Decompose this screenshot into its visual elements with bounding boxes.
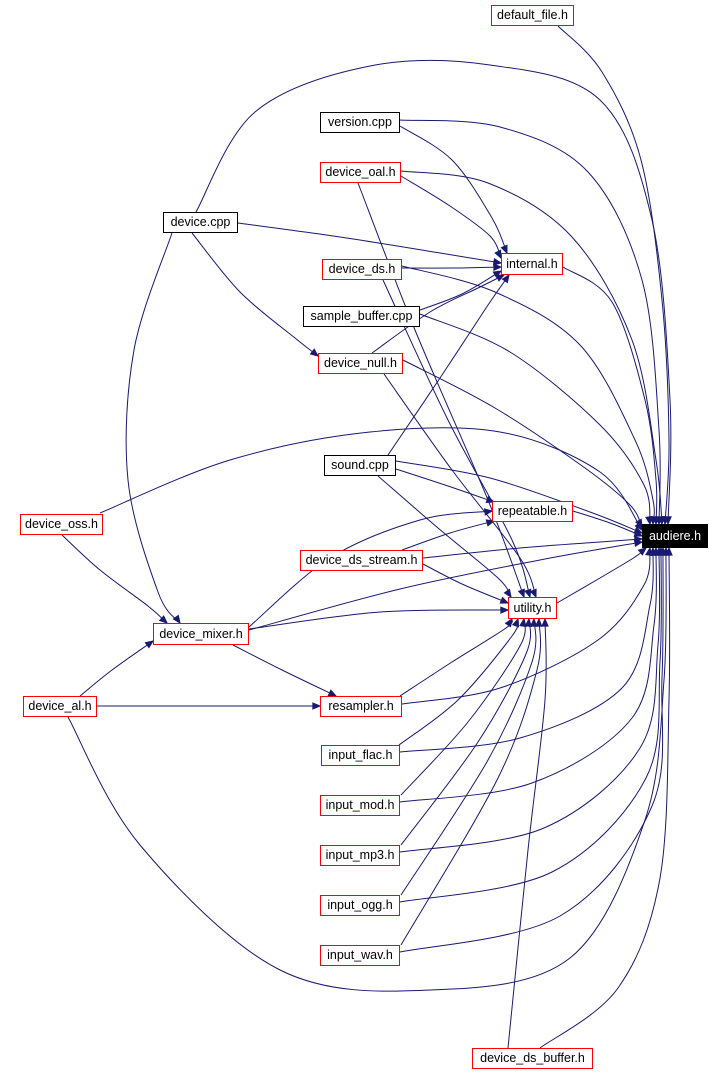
edge-input_mp3.h-to-utility.h <box>400 617 533 846</box>
node-input_wav.h[interactable]: input_wav.h <box>320 945 400 966</box>
edge-device_ds_buffer.h-to-audiere.h <box>539 546 673 1049</box>
node-label: input_flac.h <box>328 748 393 763</box>
edge-sound.cpp-to-internal.h <box>387 273 510 456</box>
node-input_ogg.h[interactable]: input_ogg.h <box>320 895 400 916</box>
edge-input_flac.h-to-audiere.h <box>399 546 657 753</box>
edge-device_al.h-to-device_mixer.h <box>79 640 155 697</box>
edge-sound.cpp-to-utility.h <box>377 475 512 599</box>
edge-version.cpp-to-internal.h <box>399 125 508 255</box>
edge-input_flac.h-to-utility.h <box>398 617 520 746</box>
edge-default_file.h-to-audiere.h <box>557 25 670 526</box>
node-label: version.cpp <box>328 115 392 130</box>
node-input_mp3.h[interactable]: input_mp3.h <box>320 845 400 866</box>
node-label: device_null.h <box>324 356 397 371</box>
edge-input_mod.h-to-audiere.h <box>399 546 660 803</box>
node-label: utility.h <box>513 600 552 615</box>
node-label: input_mp3.h <box>325 848 395 863</box>
edge-device_ds.h-to-audiere.h <box>401 265 657 526</box>
edge-device.cpp-to-device_mixer.h <box>125 232 181 625</box>
edge-device_ds_stream.h-to-repeatable.h <box>401 519 496 551</box>
node-label: audiere.h <box>648 528 702 543</box>
edge-device_ds_stream.h-to-audiere.h <box>422 535 644 559</box>
edge-sound.cpp-to-audiere.h <box>395 460 644 534</box>
node-label: device_al.h <box>28 699 92 714</box>
edge-utility.h-to-audiere.h <box>556 547 648 604</box>
edge-input_mod.h-to-utility.h <box>400 617 527 796</box>
node-device_ds_stream.h[interactable]: device_ds_stream.h <box>300 550 423 571</box>
node-label: device_ds.h <box>328 262 396 277</box>
node-sound.cpp: sound.cpp <box>324 455 396 476</box>
node-label: sound.cpp <box>331 458 389 473</box>
node-label: device_ds_buffer.h <box>480 1051 585 1066</box>
node-utility.h[interactable]: utility.h <box>508 597 557 619</box>
node-label: resampler.h <box>328 699 394 714</box>
node-device_ds.h[interactable]: device_ds.h <box>322 259 402 280</box>
edge-device_mixer.h-to-resampler.h <box>232 644 338 697</box>
edge-sample_buffer.cpp-to-audiere.h <box>419 313 653 526</box>
node-input_flac.h[interactable]: input_flac.h <box>321 745 400 766</box>
node-sample_buffer.cpp: sample_buffer.cpp <box>303 306 420 327</box>
node-input_mod.h[interactable]: input_mod.h <box>320 795 400 816</box>
node-device_null.h[interactable]: device_null.h <box>318 353 403 374</box>
edge-input_ogg.h-to-utility.h <box>400 617 538 896</box>
node-version.cpp: version.cpp <box>320 112 400 133</box>
node-label: device_ds_stream.h <box>305 553 418 568</box>
node-resampler.h[interactable]: resampler.h <box>320 696 402 717</box>
edge-device_oal.h-to-utility.h <box>357 182 525 599</box>
edge-sound.cpp-to-repeatable.h <box>395 468 496 504</box>
edge-device_oss.h-to-device_mixer.h <box>61 534 169 624</box>
edge-device_mixer.h-to-utility.h <box>248 606 510 630</box>
edge-sample_buffer.cpp-to-internal.h <box>419 270 503 311</box>
edge-device_oal.h-to-audiere.h <box>400 170 666 526</box>
node-label: internal.h <box>506 256 558 271</box>
edge-device.cpp-to-device_null.h <box>191 232 320 357</box>
node-repeatable.h[interactable]: repeatable.h <box>492 501 573 522</box>
edge-device.cpp-to-audiere.h <box>195 59 672 526</box>
edge-internal.h-to-audiere.h <box>562 266 660 526</box>
edge-device_oal.h-to-internal.h <box>400 175 502 260</box>
edge-input_mp3.h-to-audiere.h <box>399 546 663 853</box>
node-label: device.cpp <box>170 215 231 230</box>
node-label: device_oal.h <box>325 165 396 180</box>
node-label: sample_buffer.cpp <box>310 309 413 324</box>
node-device_ds_buffer.h[interactable]: device_ds_buffer.h <box>472 1048 593 1069</box>
edge-device_ds.h-to-internal.h <box>401 263 503 271</box>
edge-repeatable.h-to-audiere.h <box>572 510 644 537</box>
node-label: device_mixer.h <box>159 626 243 641</box>
node-audiere.h: audiere.h <box>642 524 708 548</box>
edge-device.cpp-to-internal.h <box>237 222 503 266</box>
node-default_file.h[interactable]: default_file.h <box>491 5 574 26</box>
edge-device_ds_buffer.h-to-utility.h <box>507 617 549 1049</box>
edge-device_al.h-to-audiere.h <box>67 546 670 992</box>
node-device.cpp: device.cpp <box>163 212 238 233</box>
node-label: input_mod.h <box>325 798 395 813</box>
node-internal.h[interactable]: internal.h <box>501 253 563 275</box>
node-device_oal.h[interactable]: device_oal.h <box>320 162 401 183</box>
edge-resampler.h-to-audiere.h <box>401 546 653 705</box>
edge-resampler.h-to-utility.h <box>399 617 513 697</box>
node-label: input_ogg.h <box>327 898 393 913</box>
node-label: repeatable.h <box>497 504 568 519</box>
edge-input_wav.h-to-utility.h <box>400 617 543 946</box>
node-label: device_oss.h <box>25 517 98 532</box>
node-label: input_wav.h <box>327 948 393 963</box>
node-label: default_file.h <box>497 8 568 23</box>
edge-version.cpp-to-audiere.h <box>399 119 663 526</box>
edge-device_ds_stream.h-to-utility.h <box>422 563 510 604</box>
node-device_oss.h[interactable]: device_oss.h <box>20 514 103 535</box>
node-device_mixer.h[interactable]: device_mixer.h <box>153 623 249 645</box>
node-device_al.h[interactable]: device_al.h <box>23 696 97 717</box>
